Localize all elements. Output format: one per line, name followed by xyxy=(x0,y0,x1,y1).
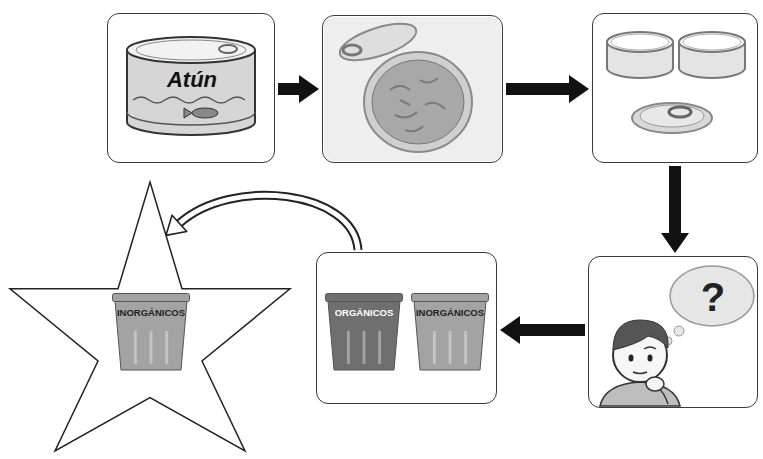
bin-rib xyxy=(363,331,366,364)
arrow-head xyxy=(500,316,520,344)
arrow-head xyxy=(661,233,689,253)
thinking-boy-part xyxy=(633,372,647,374)
bin-label: ORGÁNICOS xyxy=(335,308,394,319)
opened-can-photo xyxy=(324,16,501,161)
empty-cans-part xyxy=(611,34,669,50)
bin-rim xyxy=(412,294,489,302)
bin-rib xyxy=(347,331,350,364)
bin-rib xyxy=(165,331,168,364)
can-label: Atún xyxy=(167,67,217,92)
flow-arrow xyxy=(278,75,319,103)
opened-can-photo-part xyxy=(390,78,445,131)
waste-bin: INORGÁNICOS xyxy=(112,293,190,371)
opened-can-photo-part xyxy=(372,60,464,144)
opened-can-panel xyxy=(322,15,503,163)
flow-arrow xyxy=(500,316,585,344)
bins-panel: ORGÁNICOS INORGÁNICOS xyxy=(316,252,497,404)
thinking-boy xyxy=(600,266,754,406)
flow-arrow xyxy=(661,166,689,253)
empty-cans-part xyxy=(669,107,691,117)
empty-cans-panel xyxy=(592,13,758,163)
bin-rib xyxy=(150,331,153,364)
curved-arrow-outline xyxy=(179,195,358,250)
thinking-boy-part xyxy=(674,326,684,336)
empty-cans-part xyxy=(679,32,745,52)
bin-shape xyxy=(325,293,403,371)
bin-label: INORGÁNICOS xyxy=(117,308,185,319)
bin-body xyxy=(115,301,187,370)
tuna-can-part xyxy=(136,40,246,60)
bin-rib xyxy=(378,331,381,364)
opened-can-photo-part xyxy=(324,17,501,161)
tuna-can-part xyxy=(133,97,245,103)
tuna-can-part xyxy=(219,45,237,53)
arrow-head xyxy=(166,215,187,235)
arrow-head xyxy=(569,75,589,103)
arrow-shaft xyxy=(506,83,569,95)
bin-rib xyxy=(449,331,452,364)
star-outline-line xyxy=(10,182,290,451)
opened-can-photo-part xyxy=(336,16,421,67)
thinking-boy-part xyxy=(646,377,664,391)
waste-bin: INORGÁNICOS xyxy=(411,293,489,371)
opened-can-photo-part xyxy=(343,45,361,55)
empty-cans-part xyxy=(640,105,704,127)
flow-arrow xyxy=(166,195,358,250)
bin-shape xyxy=(411,293,489,371)
thinking-boy-part xyxy=(613,320,668,350)
thinking-boy-part xyxy=(670,266,754,326)
thinking-boy-panel: ? xyxy=(588,256,758,408)
arrow-head xyxy=(299,75,319,103)
empty-cans xyxy=(607,32,745,133)
tuna-can-panel: Atún xyxy=(107,13,275,163)
tuna-can-part xyxy=(192,108,218,118)
empty-cans-part xyxy=(632,103,712,133)
question-mark: ? xyxy=(701,274,725,320)
flow-arrow xyxy=(506,75,589,103)
tuna-can xyxy=(127,37,255,135)
thinking-boy-part xyxy=(600,382,680,406)
thinking-boy-part xyxy=(648,355,653,362)
bin-rib xyxy=(134,331,137,364)
empty-cans-part xyxy=(607,32,673,52)
thinking-boy-part xyxy=(629,355,634,362)
tuna-can-part xyxy=(184,108,192,118)
bin-rib xyxy=(433,331,436,364)
bin-body xyxy=(414,301,486,370)
arrow-shaft xyxy=(669,166,681,233)
bin-shape xyxy=(112,293,190,371)
arrow-shaft xyxy=(278,83,299,95)
waste-bin: ORGÁNICOS xyxy=(325,293,403,371)
bin-label: INORGÁNICOS xyxy=(416,308,484,319)
bin-rim xyxy=(113,294,190,302)
curved-arrow-fill xyxy=(179,195,358,250)
opened-can-photo-part xyxy=(364,52,472,152)
bin-rib xyxy=(464,331,467,364)
bin-body xyxy=(328,301,400,370)
bin-rim xyxy=(326,294,403,302)
star-outline: INORGÁNICOS xyxy=(8,180,292,454)
arrow-shaft xyxy=(520,324,585,336)
empty-cans-part xyxy=(683,34,741,50)
tuna-can-part xyxy=(127,37,255,63)
thinking-boy-part xyxy=(644,347,656,349)
